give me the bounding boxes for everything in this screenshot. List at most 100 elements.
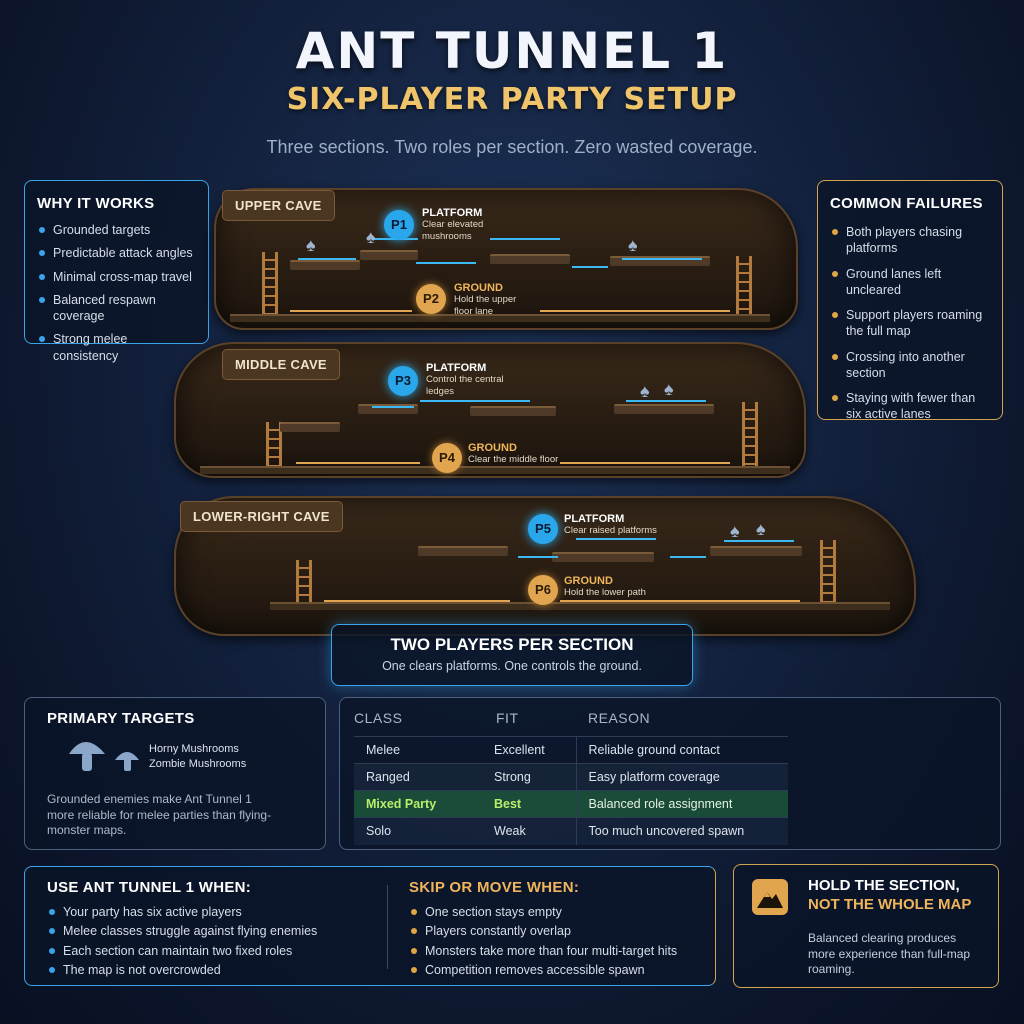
common-failures-title: COMMON FAILURES [830, 195, 983, 212]
platform-lane-arrow [416, 262, 476, 264]
cell-class: Ranged [354, 763, 482, 791]
class-fit-panel: CLASS FIT REASON Melee Excellent Reliabl… [339, 697, 1001, 850]
platform-ledge [490, 254, 570, 264]
mushroom-icon: ♠ [628, 235, 638, 255]
table-row: Ranged Strong Easy platform coverage [354, 763, 788, 791]
list-item: Monsters take more than four multi-targe… [409, 943, 709, 959]
cave-label-lower-right: LOWER-RIGHT CAVE [180, 501, 343, 532]
role-desc: Hold the upper floor lane [454, 294, 517, 317]
platform-lane-arrow [372, 406, 414, 408]
cell-class: Mixed Party [354, 790, 482, 818]
why-it-works-title: WHY IT WORKS [37, 195, 155, 212]
platform-ledge [280, 422, 340, 432]
list-item: The map is not overcrowded [47, 962, 387, 978]
skip-when-title: SKIP OR MOVE WHEN: [409, 879, 580, 896]
cave-label-upper: UPPER CAVE [222, 190, 335, 221]
player-badge-p1: P1 [384, 210, 414, 240]
list-item: Crossing into another section [830, 349, 990, 382]
page-subtitle: SIX-PLAYER PARTY SETUP [286, 82, 738, 117]
ladder [266, 422, 282, 468]
platform-lane-arrow [572, 266, 608, 268]
platform-lane-arrow [490, 238, 560, 240]
ladder [820, 540, 836, 604]
player-badge-p3: P3 [388, 366, 418, 396]
callout-title: TWO PLAYERS PER SECTION [390, 635, 634, 654]
role-title: GROUND [564, 575, 613, 587]
cell-reason: Too much uncovered spawn [575, 817, 788, 845]
cell-reason: Balanced role assignment [575, 790, 788, 818]
two-players-callout: TWO PLAYERS PER SECTION One clears platf… [331, 624, 693, 686]
cell-fit: Weak [482, 817, 576, 845]
table-row: Melee Excellent Reliable ground contact [354, 736, 788, 764]
cell-fit: Excellent [482, 736, 576, 764]
hold-title-line1: HOLD THE SECTION, [808, 877, 960, 894]
list-item: Each section can maintain two fixed role… [47, 943, 387, 959]
skip-when-section: SKIP OR MOVE WHEN: One section stays emp… [409, 879, 709, 978]
list-item: Competition removes accessible spawn [409, 962, 709, 978]
list-item: Melee classes struggle against flying en… [47, 923, 387, 939]
use-when-list: Your party has six active players Melee … [47, 904, 387, 978]
platform-ledge [418, 546, 508, 556]
role-desc: Control the central ledges [426, 374, 504, 397]
divider [387, 885, 388, 969]
list-item: Support players roaming the full map [830, 307, 990, 340]
platform-ledge [552, 552, 654, 562]
primary-targets-title: PRIMARY TARGETS [47, 710, 195, 727]
role-title: GROUND [454, 282, 503, 294]
player-badge-p5: P5 [528, 514, 558, 544]
mountain-icon-glyph [757, 892, 783, 908]
table-row-best: Mixed Party Best Balanced role assignmen… [354, 790, 788, 818]
role-ground-p4: GROUND Clear the middle floor [468, 442, 558, 466]
platform-ledge [360, 250, 418, 260]
cell-class: Melee [354, 736, 482, 764]
ground-lane-arrow [560, 462, 730, 464]
hold-title: HOLD THE SECTION, NOT THE WHOLE MAP [808, 877, 971, 915]
list-item: Zombie Mushrooms [149, 758, 247, 771]
list-item: Ground lanes left uncleared [830, 266, 990, 299]
platform-ledge [710, 546, 802, 556]
common-failures-list: Both players chasing platforms Ground la… [830, 224, 990, 423]
ground-lane-arrow [324, 600, 510, 602]
list-item: Grounded targets [37, 222, 196, 238]
cave-floor [230, 314, 770, 322]
class-fit-table: Melee Excellent Reliable ground contact … [354, 736, 788, 845]
platform-ledge [614, 404, 714, 414]
mountain-icon [752, 879, 788, 915]
ground-lane-arrow [540, 310, 730, 312]
player-badge-p2: P2 [416, 284, 446, 314]
table-header: CLASS FIT REASON [354, 708, 986, 736]
hold-title-line2: NOT THE WHOLE MAP [808, 895, 972, 913]
role-title: PLATFORM [564, 513, 625, 525]
page-tagline: Three sections. Two roles per section. Z… [266, 137, 758, 157]
platform-ledge [358, 404, 418, 414]
cave-floor [270, 602, 890, 610]
role-ground-p2: GROUND Hold the upper floor lane [454, 282, 534, 318]
cell-reason: Reliable ground contact [575, 736, 788, 764]
primary-targets-panel: PRIMARY TARGETS Horny Mushrooms Zombie M… [24, 697, 326, 850]
list-item: Minimal cross-map travel [37, 269, 196, 285]
platform-lane-arrow [576, 538, 656, 540]
platform-lane-arrow [298, 258, 356, 260]
cave-floor [200, 466, 790, 474]
platform-lane-arrow [622, 258, 702, 260]
list-item: Predictable attack angles [37, 245, 196, 261]
ladder [262, 252, 278, 314]
role-platform-p5: PLATFORM Clear raised platforms [564, 513, 657, 537]
player-badge-p6: P6 [528, 575, 558, 605]
role-ground-p6: GROUND Hold the lower path [564, 575, 646, 599]
player-badge-p4: P4 [432, 443, 462, 473]
cell-class: Solo [354, 817, 482, 845]
mushroom-icon: ♠ [640, 381, 650, 401]
list-item: Strong melee consistency [37, 331, 196, 364]
role-desc: Clear elevated mushrooms [422, 219, 484, 242]
list-item: Balanced respawn coverage [37, 292, 196, 325]
ladder [736, 256, 752, 314]
column-header-reason: REASON [588, 710, 651, 726]
column-header-fit: FIT [496, 710, 519, 726]
platform-lane-arrow [670, 556, 706, 558]
hold-text: Balanced clearing produces more experien… [808, 931, 971, 977]
ground-lane-arrow [296, 462, 420, 464]
platform-lane-arrow [724, 540, 794, 542]
role-title: PLATFORM [426, 362, 487, 374]
ladder [742, 402, 758, 468]
